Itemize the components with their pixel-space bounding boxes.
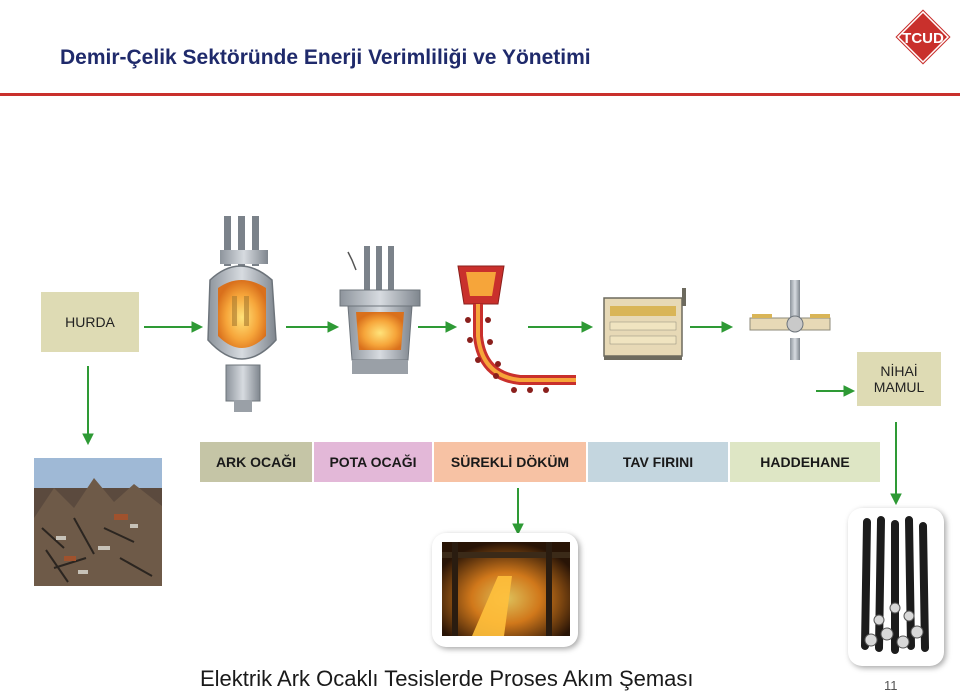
- steel-rebar-photo: [857, 516, 935, 656]
- process-illustrations: [144, 216, 856, 412]
- stage-label: TAV FIRINI: [622, 454, 694, 470]
- rolling-mill-illustration: [749, 280, 831, 360]
- arc-furnace-illustration: [207, 216, 277, 412]
- stage-label: HADDEHANE: [760, 454, 850, 470]
- stage-arc-furnace: ARK OCAĞI: [200, 442, 312, 482]
- output-label-final-product: NİHAİ MAMUL: [857, 352, 941, 406]
- stage-ladle-furnace: POTA OCAĞI: [314, 442, 432, 482]
- output-label-line1: NİHAİ: [880, 363, 918, 379]
- stage-label: SÜREKLİ DÖKÜM: [450, 454, 570, 470]
- reheating-furnace-illustration: [603, 288, 686, 360]
- input-label-text: HURDA: [65, 314, 115, 330]
- stage-reheating-furnace: TAV FIRINI: [588, 442, 728, 482]
- title-divider: [0, 93, 960, 96]
- stage-label: ARK OCAĞI: [215, 454, 297, 470]
- flow-arrows: [144, 321, 856, 397]
- stage-continuous-casting: SÜREKLİ DÖKÜM: [434, 442, 586, 482]
- stage-rolling-mill: HADDEHANE: [730, 442, 880, 482]
- logo-text: TCUD: [902, 30, 944, 47]
- page-number: 11: [884, 678, 898, 693]
- continuous-caster-illustration: [457, 265, 576, 393]
- tcud-logo: TCUD: [892, 6, 954, 68]
- scrap-metal-photo: [34, 458, 162, 586]
- ladle-furnace-illustration: [339, 246, 421, 374]
- input-label-hurda: HURDA: [41, 292, 139, 352]
- continuous-casting-photo: [442, 542, 570, 636]
- stage-label: POTA OCAĞI: [329, 454, 417, 470]
- output-label-line2: MAMUL: [873, 379, 925, 395]
- page-title: Demir-Çelik Sektöründe Enerji Verimliliğ…: [60, 46, 591, 69]
- vertical-arrows: [82, 366, 902, 536]
- diagram-caption: Elektrik Ark Ocaklı Tesislerde Proses Ak…: [200, 666, 694, 691]
